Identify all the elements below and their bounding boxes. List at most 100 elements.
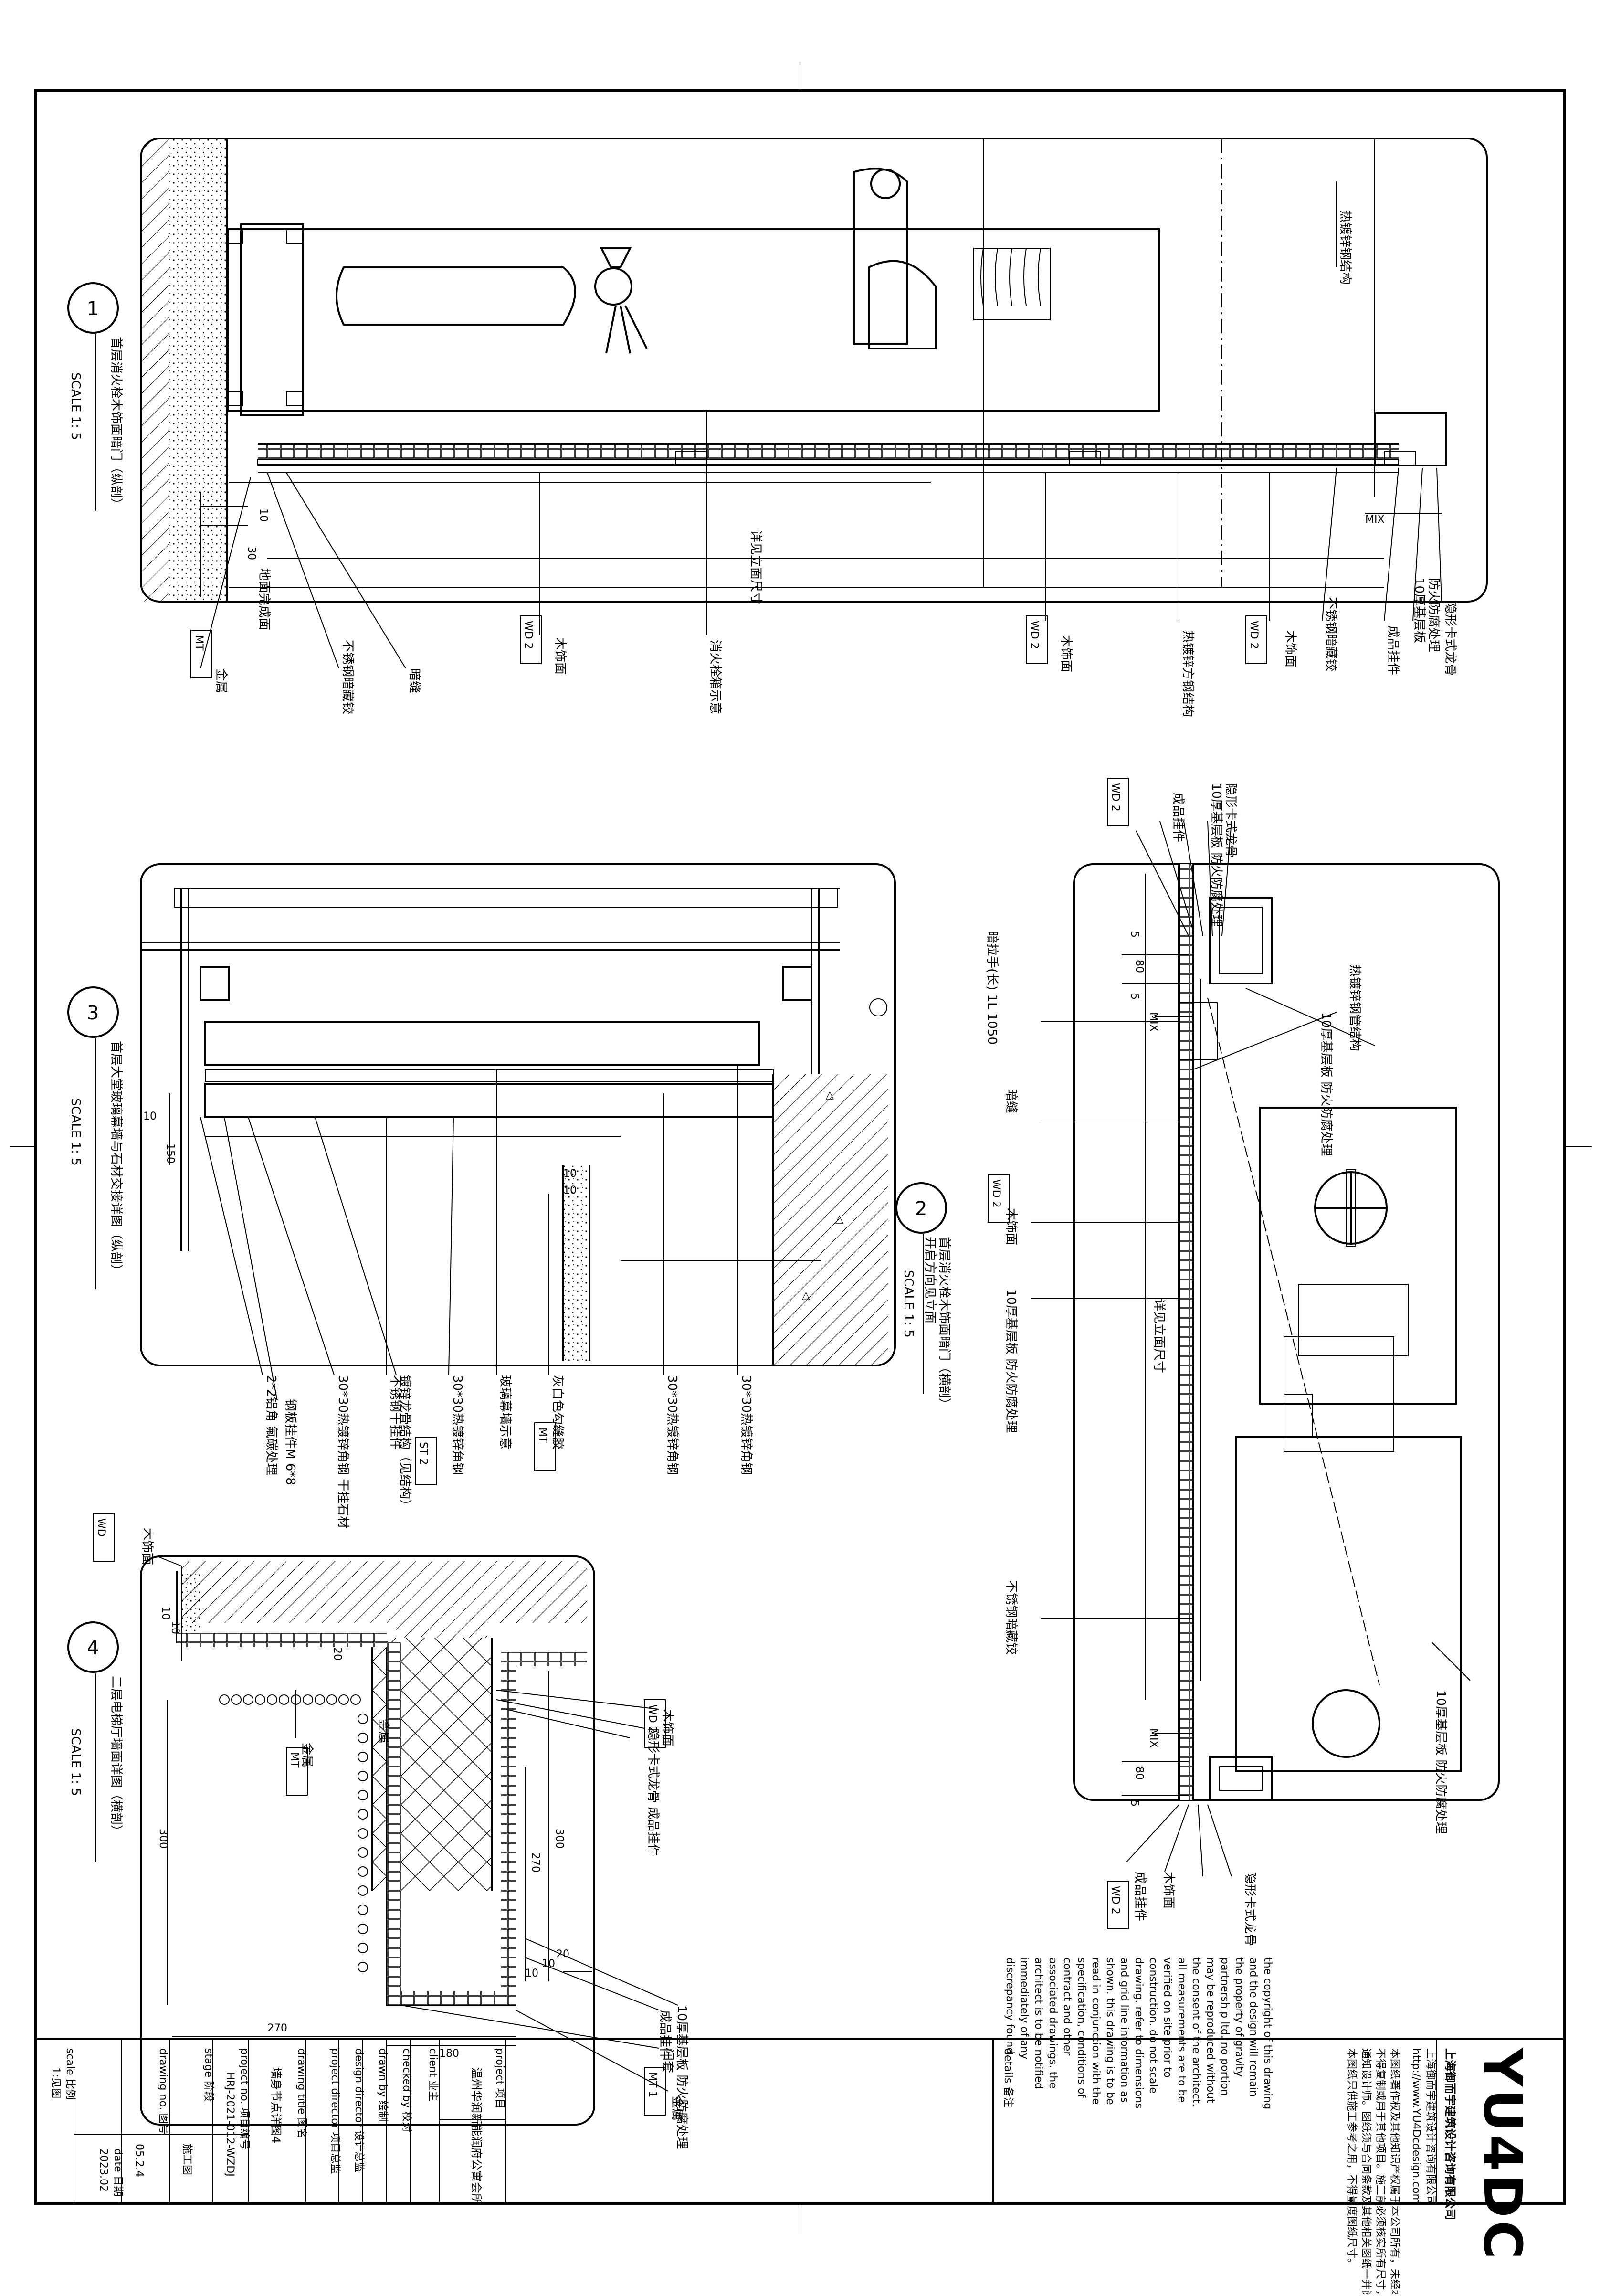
detail-1-note: 金属 bbox=[214, 668, 228, 693]
date: 2023.02 bbox=[97, 2148, 109, 2192]
detail-4-dim: 300 bbox=[553, 1829, 565, 1849]
detail-3-scale: SCALE 1: 5 bbox=[68, 1098, 83, 1166]
detail-4-annotations: 4 二层电梯厅墙面详图（横剖） SCALE 1: 5 10 10 20 300 … bbox=[68, 1513, 689, 2149]
detail-4-dim: 10 bbox=[525, 1968, 538, 1979]
detail-2-note: 暗缝 bbox=[1004, 1089, 1018, 1113]
svg-text:WD 2: WD 2 bbox=[646, 1704, 658, 1733]
detail-2-number: 2 bbox=[915, 1198, 927, 1220]
detail-2-note: 详见立面尺寸 bbox=[1152, 1299, 1166, 1373]
detail-4-number: 4 bbox=[87, 1637, 99, 1659]
copyright-cn: 不得复制或用于其他项目。施工前必须核实所有尺寸，如有不符请立即 bbox=[1374, 2048, 1386, 2294]
detail-3-note: 灰白色勾缝胶 bbox=[550, 1375, 565, 1450]
registration-marks bbox=[10, 62, 1592, 2234]
stage-label: stage 阶段 bbox=[202, 2048, 214, 2102]
detail-4-tag: MT 1 bbox=[644, 2067, 666, 2116]
detail-2-dim: 5 bbox=[1128, 1800, 1140, 1807]
drawing-title: 墙身节点详图4 bbox=[269, 2067, 283, 2143]
detail-1-tag: MT bbox=[190, 630, 212, 678]
detail-3-title: 首层大堂玻璃幕墙与石材交接详图（纵剖） bbox=[109, 1041, 123, 1277]
detail-1-note: 暗缝 bbox=[407, 668, 421, 693]
drawn-label: drawn by 绘制 bbox=[377, 2048, 389, 2121]
copyright-en: the copyright of this drawing and the de… bbox=[1004, 1957, 1274, 2110]
copyright-cn: 通知设计师。图纸须与合同条款及其他相关图纸一并阅读。 bbox=[1360, 2048, 1372, 2294]
detail-4-title: 二层电梯厅墙面详图（横剖） bbox=[109, 1676, 123, 1837]
detail-1-note: 木饰面 bbox=[553, 637, 567, 675]
project-no: HRJ-2021-012-WZDJ bbox=[224, 2072, 236, 2177]
detail-4-note: 木饰面 bbox=[140, 1528, 154, 1565]
detail-3-note: 镀锌龙骨结构（见结构） bbox=[398, 1375, 412, 1512]
copyright-cn: 本图纸只供施工参考之用，不得量度图纸尺寸。 bbox=[1346, 2048, 1358, 2269]
detail-3-note: 不锈钢干挂件 bbox=[388, 1375, 402, 1450]
detail-3-note: 钢板挂件M 6*8 bbox=[283, 1399, 297, 1485]
svg-text:MT: MT bbox=[193, 635, 205, 651]
detail-2-note: 热镀锌钢管结构 bbox=[1347, 964, 1362, 1051]
detail-3-dim: 10 bbox=[563, 1168, 577, 1180]
detail-2-note: 成品挂件 bbox=[1133, 1872, 1147, 1921]
project-director-label: project director 项目总监 bbox=[329, 2048, 341, 2174]
detail-2-dim: MIX bbox=[1147, 1012, 1159, 1032]
detail-1-annotations: 1 首层消火栓木饰面暗门（纵剖） SCALE 1: 5 30 10 MIX 详见… bbox=[68, 210, 1457, 717]
detail-1-note: 热镀锌方钢结构 bbox=[1180, 630, 1195, 717]
stage: 施工图 bbox=[181, 2144, 193, 2175]
detail-4-dim: 10 bbox=[169, 1621, 181, 1634]
svg-text:WD 2: WD 2 bbox=[522, 621, 534, 649]
detail-3-note: 玻璃幕墙示意 bbox=[498, 1375, 512, 1450]
detail-1-note: 防火防腐处理 bbox=[1426, 578, 1441, 652]
project-name: 温州华润新能润府公寓会所 bbox=[470, 2067, 483, 2205]
detail-3-note: 30*30热镀锌角钢 bbox=[665, 1375, 679, 1475]
copyright-cn: 本图纸著作权及其他知识产权属于本公司所有，未经本公司书面同意 bbox=[1389, 2048, 1400, 2294]
detail-2-dim: 80 bbox=[1133, 1767, 1145, 1780]
detail-3-symbol: △ bbox=[835, 1213, 843, 1225]
drawing-no-label: drawing no. 图号 bbox=[157, 2048, 169, 2135]
detail-2-note: 10厚基层板 防火防腐处理 bbox=[1433, 1690, 1448, 1834]
details-label: details 备注 bbox=[1002, 2048, 1014, 2107]
detail-1-number: 1 bbox=[87, 298, 99, 320]
detail-2-dim: MIX bbox=[1147, 1728, 1159, 1748]
detail-4-note: 金属 bbox=[670, 2096, 684, 2121]
detail-2-dim: 80 bbox=[1133, 960, 1145, 973]
detail-4-note: 木饰面 bbox=[660, 1709, 674, 1746]
detail-3-dim: 150 bbox=[164, 1143, 176, 1164]
detail-1-note: 隐形卡式龙骨 bbox=[1443, 602, 1457, 676]
detail-4-note: 隐形卡式龙骨 成品挂件 bbox=[646, 1728, 660, 1856]
detail-1-note: 热镀锌钢结构 bbox=[1338, 210, 1352, 285]
detail-4-scale: SCALE 1: 5 bbox=[68, 1728, 83, 1796]
detail-1-dim: 30 bbox=[245, 547, 257, 560]
detail-2-tag: WD 2 bbox=[1107, 778, 1129, 826]
detail-2-subtitle: 开启方向见立面 bbox=[923, 1237, 937, 1323]
sheet-border bbox=[34, 89, 1566, 2205]
detail-1-tag: WD 2 bbox=[520, 615, 542, 664]
detail-4-dim: 270 bbox=[267, 2022, 287, 2034]
detail-4-dim: 180 bbox=[439, 2048, 459, 2060]
svg-text:WD: WD bbox=[95, 1518, 107, 1537]
svg-text:MT 1: MT 1 bbox=[646, 2072, 658, 2097]
detail-3-note: 30*30热镀锌角钢 bbox=[739, 1375, 753, 1475]
detail-3-dim: 10 bbox=[563, 1185, 577, 1196]
detail-1-note: 详见立面尺寸 bbox=[748, 530, 763, 604]
detail-3-dim: 10 bbox=[143, 1111, 157, 1122]
detail-2-scale: SCALE 1: 5 bbox=[901, 1270, 916, 1338]
svg-text:WD 2: WD 2 bbox=[1109, 1886, 1121, 1915]
detail-2-note: 10厚基层板 防火防腐处理 bbox=[1319, 1012, 1333, 1156]
detail-4-dim: 300 bbox=[157, 1829, 169, 1849]
detail-2-note: 隐形卡式龙骨 bbox=[1223, 783, 1238, 857]
detail-2-note: 木饰面 bbox=[1004, 1208, 1018, 1245]
detail-2-note: 10厚基层板 防火防腐处理 bbox=[1004, 1289, 1018, 1433]
project-label: project 项目 bbox=[494, 2048, 505, 2109]
detail-4-note: 金属 bbox=[376, 1719, 390, 1744]
detail-1-note: 不锈钢暗藏铰 bbox=[1324, 597, 1338, 671]
company-line: http://www.YU4Dcdesign.com bbox=[1410, 2048, 1422, 2204]
detail-2-title: 首层消火栓木饰面暗门（横剖） bbox=[937, 1237, 951, 1410]
detail-1-drawing bbox=[67, 138, 1488, 669]
detail-1-tag: WD 2 bbox=[1245, 615, 1267, 664]
detail-3-symbol: △ bbox=[826, 1089, 834, 1101]
detail-4-dim: 10 bbox=[542, 1958, 555, 1970]
detail-3-tag: MT bbox=[534, 1422, 556, 1471]
drawing-title-label: drawing title 图名 bbox=[295, 2048, 307, 2139]
detail-1-scale: SCALE 1: 5 bbox=[68, 372, 83, 440]
detail-2-note: 隐形卡式龙骨 bbox=[1242, 1872, 1257, 1946]
detail-1-note: 10厚基层板 bbox=[1412, 578, 1426, 643]
detail-4-note: 10厚基层板 防火防腐处理 bbox=[674, 2005, 689, 2149]
svg-text:WD 2: WD 2 bbox=[990, 1179, 1002, 1208]
